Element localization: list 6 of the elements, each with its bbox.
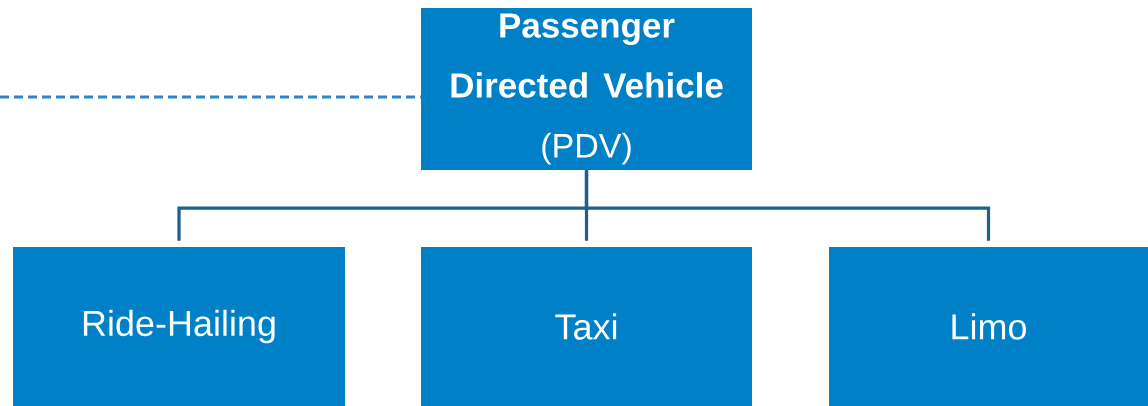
subcategory-box: Taxi	[421, 247, 752, 406]
subcategory-box: Limo	[829, 247, 1148, 406]
subcategory-box: Ride-Hailing	[13, 247, 345, 406]
connector-line	[584, 170, 991, 241]
category-box: Passenger Directed Vehicle (PDV)	[421, 8, 752, 170]
dashed-line	[0, 95, 421, 99]
